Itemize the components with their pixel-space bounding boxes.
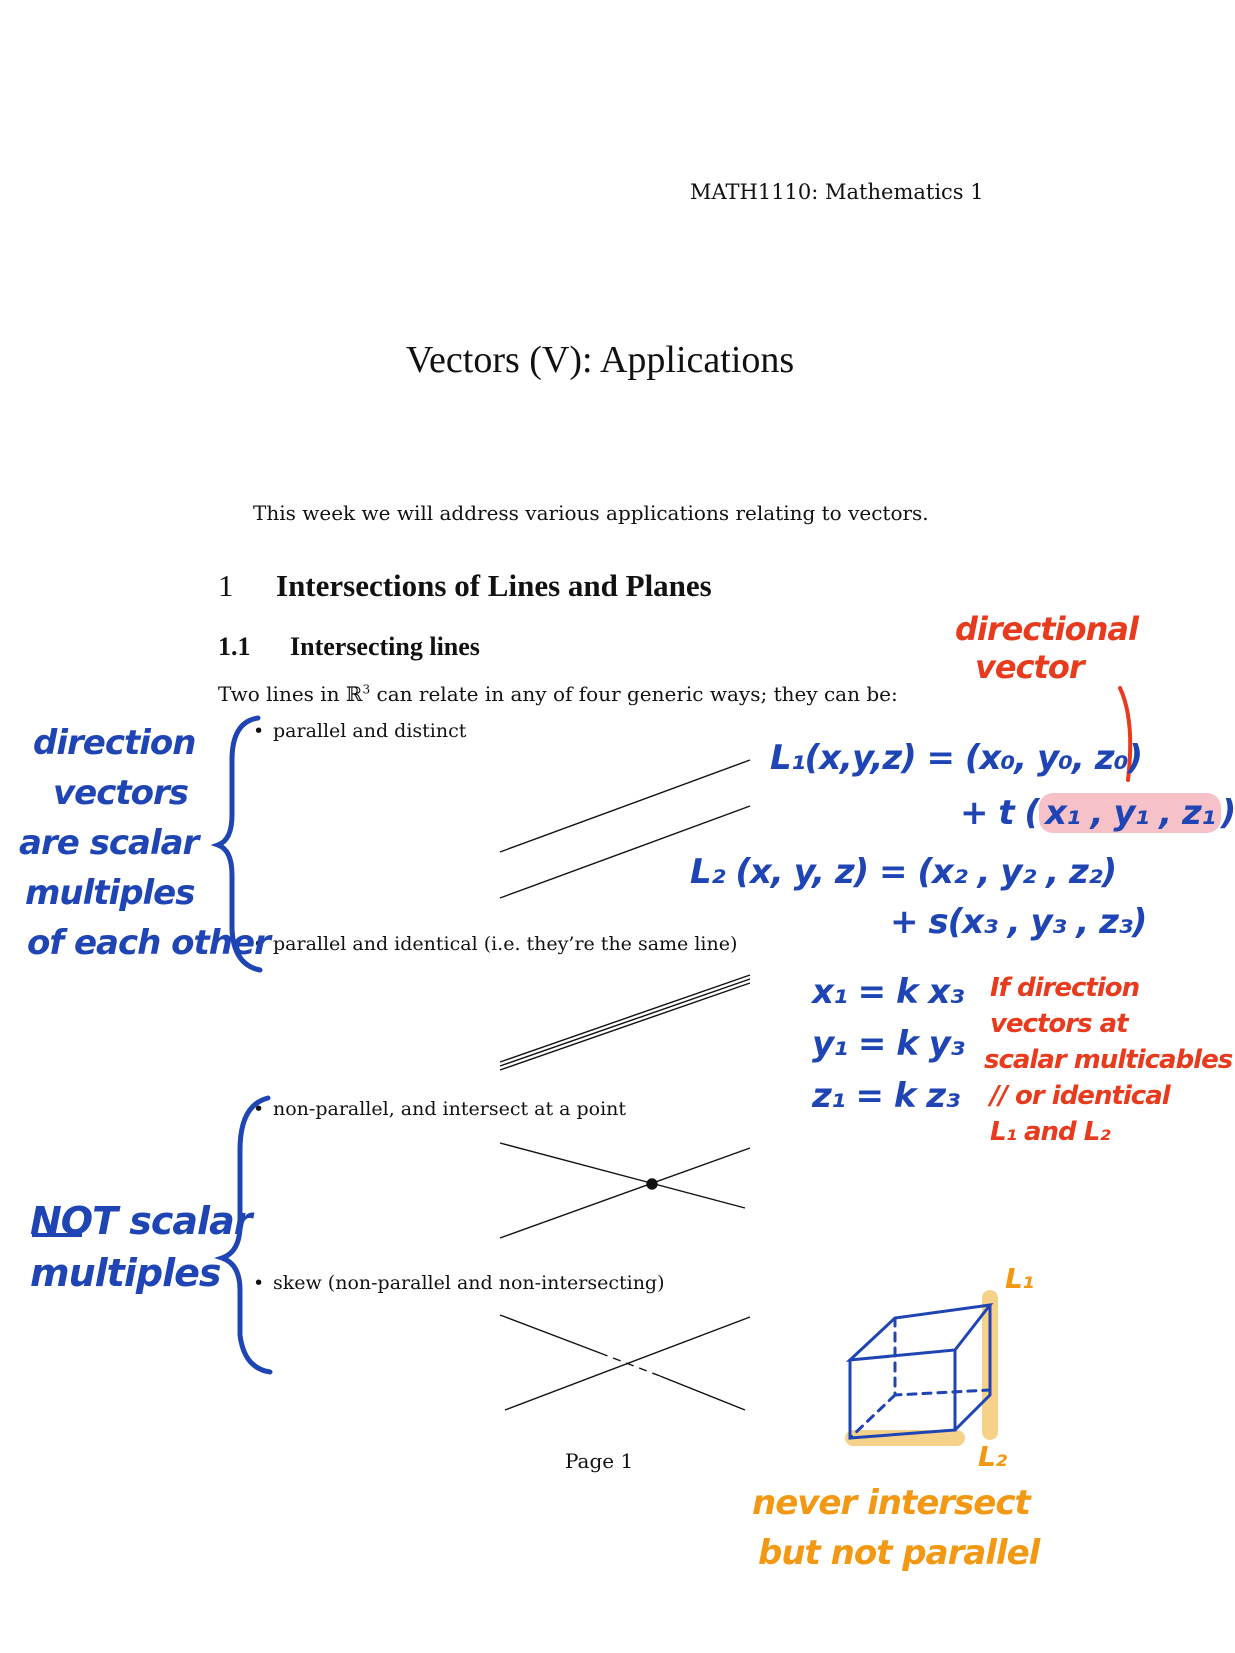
annotation-line: directional xyxy=(955,610,1139,648)
line-b xyxy=(499,978,751,1067)
annotation-line: multiples xyxy=(30,1251,221,1295)
line-a-right xyxy=(659,1375,746,1411)
list-item: • skew (non-parallel and non-intersecting… xyxy=(253,1272,665,1294)
subsection-heading: 1.1 Intersecting lines xyxy=(218,632,480,662)
condition-y: y₁ = k y₃ xyxy=(812,1024,965,1064)
direction-vector-highlight: x₁ , y₁ , z₁ xyxy=(1038,793,1221,833)
annotation-line: are scalar xyxy=(19,823,199,863)
annotation-line: L₁ and L₂ xyxy=(990,1117,1111,1147)
line-c xyxy=(499,982,751,1071)
annotation-never-intersect: never intersect but not parallel xyxy=(752,1478,1040,1578)
annotation-line: multiples xyxy=(25,873,195,913)
scalar-conditions: x₁ = k x₃ y₁ = k y₃ z₁ = k z₃ xyxy=(812,966,965,1122)
equation-l1-direction: + t (x₁ , y₁ , z₁) xyxy=(960,793,1235,833)
bullet-dot: • xyxy=(253,720,265,742)
annotation-line: If direction xyxy=(990,973,1140,1003)
annotation-line: direction xyxy=(33,723,196,763)
list-item: • parallel and identical (i.e. they’re th… xyxy=(253,933,737,955)
bullet-text: non-parallel, and intersect at a point xyxy=(273,1098,627,1120)
cube-hidden-diagonal xyxy=(848,1393,897,1440)
annotation-line: scalar multicables xyxy=(984,1045,1233,1075)
section-heading: 1 Intersections of Lines and Planes xyxy=(218,568,712,604)
intro-paragraph: Two lines in ℝ3 can relate in any of fou… xyxy=(218,682,898,706)
annotation-line: vector xyxy=(975,648,1085,686)
line-a xyxy=(499,974,751,1063)
equation-part: ) xyxy=(1220,793,1235,833)
annotation-if-direction: If direction vectors at scalar multicabl… xyxy=(984,970,1233,1150)
annotation-line: never intersect xyxy=(752,1483,1031,1523)
l2-highlight xyxy=(845,1430,965,1446)
cube-hidden-edges xyxy=(893,1316,992,1397)
line-a xyxy=(499,1142,746,1209)
bullet-dot: • xyxy=(253,1272,265,1294)
intersection-point xyxy=(646,1178,658,1190)
directional-bracket xyxy=(1118,686,1133,782)
equation-l1: L₁(x,y,z) = (x₀, y₀, z₀) xyxy=(770,738,1143,778)
list-item: • parallel and distinct xyxy=(253,720,466,742)
line-a xyxy=(499,759,751,853)
course-header: MATH1110: Mathematics 1 xyxy=(690,180,984,204)
parallel-distinct-diagram xyxy=(499,759,751,899)
parallel-identical-diagram xyxy=(499,974,751,1071)
skew-diagram xyxy=(499,1314,751,1411)
annotation-line: // or identical xyxy=(990,1081,1171,1111)
skew-cube-sketch xyxy=(845,1290,998,1446)
subsection-number: 1.1 xyxy=(218,632,251,661)
line-a-dashed xyxy=(599,1352,661,1377)
intersecting-diagram xyxy=(499,1142,751,1239)
annotation-line: NOT scalar xyxy=(30,1199,252,1243)
condition-z: z₁ = k z₃ xyxy=(812,1076,960,1116)
brace-bottom xyxy=(214,1095,273,1375)
annotation-not-scalar: NOT scalar multiples xyxy=(30,1195,252,1299)
cube-front-face xyxy=(848,1348,957,1440)
page-number: Page 1 xyxy=(565,1449,634,1473)
para-before: Two lines in xyxy=(218,682,346,706)
cube-right-edge xyxy=(953,1303,992,1432)
subsection-title: Intersecting lines xyxy=(290,632,480,661)
real-space-symbol: ℝ xyxy=(345,682,363,706)
annotation-scalar-multiples: direction vectors are scalar multiples o… xyxy=(19,718,271,968)
para-after: can relate in any of four generic ways; … xyxy=(370,682,898,706)
section-title: Intersections of Lines and Planes xyxy=(276,568,712,603)
bullet-dot: • xyxy=(253,1098,265,1120)
page-title: Vectors (V): Applications xyxy=(405,339,795,381)
condition-x: x₁ = k x₃ xyxy=(812,972,964,1012)
cube-label-l1: L₁ xyxy=(1005,1262,1034,1295)
equation-l2-direction: + s(x₃ , y₃ , z₃) xyxy=(890,902,1147,942)
bullet-dot: • xyxy=(253,933,265,955)
annotation-line: of each other xyxy=(27,923,271,963)
brace-top xyxy=(210,715,263,973)
line-b xyxy=(499,805,751,899)
line-b xyxy=(499,1147,751,1239)
equation-part: + t ( xyxy=(960,793,1040,833)
line-b xyxy=(504,1316,751,1411)
cube-label-l2: L₂ xyxy=(978,1440,1007,1473)
bullet-text: skew (non-parallel and non-intersecting) xyxy=(273,1272,665,1294)
bullet-text: parallel and distinct xyxy=(273,720,467,742)
annotation-line: but not parallel xyxy=(758,1533,1040,1573)
cube-top-face xyxy=(845,1303,994,1362)
equation-l2: L₂ (x, y, z) = (x₂ , y₂ , z₂) xyxy=(690,852,1117,892)
bullet-text: parallel and identical (i.e. they’re the… xyxy=(273,933,738,955)
section-number: 1 xyxy=(218,568,234,603)
annotation-directional-vector: directional vector xyxy=(955,610,1139,686)
list-item: • non-parallel, and intersect at a point xyxy=(253,1098,626,1120)
line-a-left xyxy=(499,1314,601,1354)
annotation-line: vectors xyxy=(53,773,189,813)
annotation-line: vectors at xyxy=(990,1009,1129,1039)
intro-text: This week we will address various applic… xyxy=(253,501,929,525)
diagram-layer xyxy=(32,686,1133,1446)
space-exponent: 3 xyxy=(362,682,371,697)
